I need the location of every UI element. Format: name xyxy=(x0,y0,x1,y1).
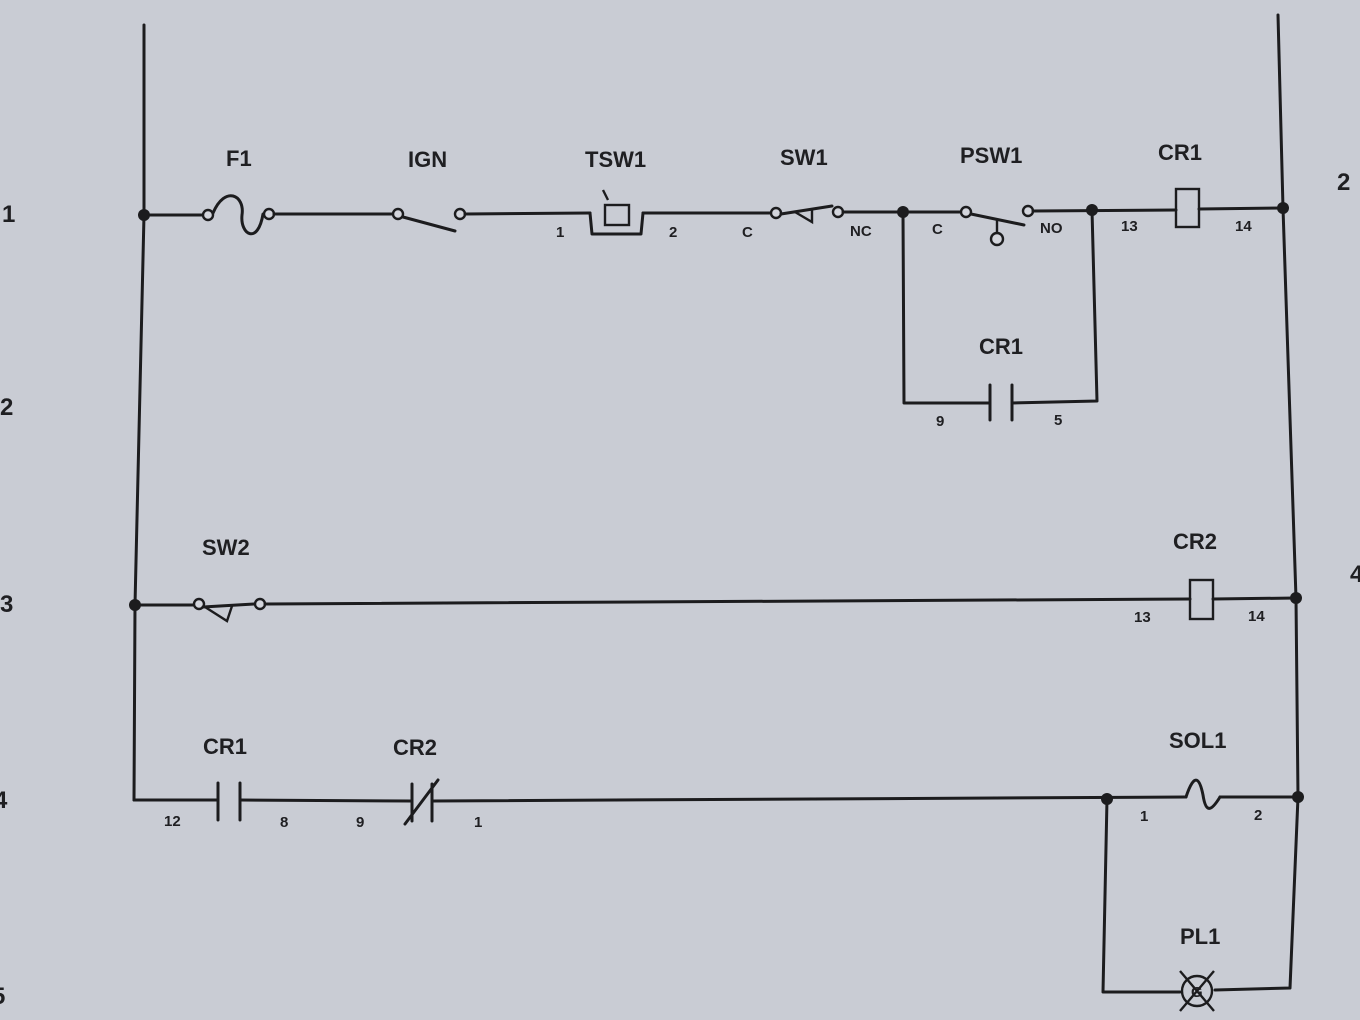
wire-rung1-c xyxy=(463,211,592,216)
rung-number-1: 1 xyxy=(2,201,15,228)
rung-number-2: 2 xyxy=(0,394,13,421)
wire-rung4-c xyxy=(430,795,1188,803)
rung-number-4: 4 xyxy=(0,787,8,814)
pin-cr1-13: 13 xyxy=(1121,218,1138,235)
right-mark-2: 2 xyxy=(1337,169,1350,196)
wire-seal-branch xyxy=(901,208,1099,405)
label-tsw1: TSW1 xyxy=(585,147,646,172)
label-cr1-seal: CR1 xyxy=(979,334,1023,359)
pin-sw1-nc: NC xyxy=(850,223,872,240)
contact-cr1-no xyxy=(216,781,242,822)
svg-text:G: G xyxy=(1191,984,1203,1001)
label-psw1: PSW1 xyxy=(960,143,1022,168)
pin-cr1-8: 8 xyxy=(280,814,288,831)
wire-rung3-b xyxy=(263,597,1192,606)
switch-ign xyxy=(391,207,467,233)
label-ign: IGN xyxy=(408,147,447,172)
pin-cr2-13: 13 xyxy=(1134,609,1151,626)
pin-tsw1-1: 1 xyxy=(556,224,564,241)
node-rung3-right xyxy=(1290,592,1302,604)
pin-cr2-14: 14 xyxy=(1248,608,1265,625)
pin-cr1-14: 14 xyxy=(1235,218,1252,235)
contact-cr1-seal xyxy=(988,383,1014,422)
right-power-rail xyxy=(1276,13,1300,799)
label-f1: F1 xyxy=(226,146,252,171)
pin-cr1-seal-9: 9 xyxy=(936,413,944,430)
node-rung1-right xyxy=(1277,202,1289,214)
switch-sw1 xyxy=(769,204,845,225)
pin-psw1-c: C xyxy=(932,221,943,238)
coil-cr1 xyxy=(1174,187,1201,229)
wire-rung5-branch xyxy=(1101,795,1300,994)
label-cr1-coil: CR1 xyxy=(1158,140,1202,165)
pilot-light-pl1: G xyxy=(1179,970,1215,1012)
pressure-switch-psw1 xyxy=(959,204,1035,247)
coil-cr2 xyxy=(1188,578,1215,621)
label-cr2-contact: CR2 xyxy=(393,735,437,760)
pin-cr2-1: 1 xyxy=(474,814,482,831)
pin-cr1-seal-5: 5 xyxy=(1054,412,1062,429)
rung-number-3: 3 xyxy=(0,591,13,618)
wire-rung4-b xyxy=(238,798,414,803)
label-sol1: SOL1 xyxy=(1169,728,1226,753)
switch-sw2 xyxy=(192,597,267,623)
label-sw2: SW2 xyxy=(202,535,250,560)
pin-psw1-no: NO xyxy=(1040,220,1063,237)
pin-cr1-12: 12 xyxy=(164,813,181,830)
pin-cr2-9: 9 xyxy=(356,814,364,831)
wire-rung1-f xyxy=(1031,208,1178,213)
label-cr1-contact: CR1 xyxy=(203,734,247,759)
pin-tsw1-2: 2 xyxy=(669,224,677,241)
solenoid-sol1 xyxy=(1184,778,1222,810)
pin-sol1-2: 2 xyxy=(1254,807,1262,824)
label-cr2-coil: CR2 xyxy=(1173,529,1217,554)
wire-rung1-g xyxy=(1197,206,1285,211)
right-mark-4: 4 xyxy=(1350,561,1360,588)
label-pl1: PL1 xyxy=(1180,924,1220,949)
thermal-switch-tsw1 xyxy=(588,189,645,236)
pin-sw1-c: C xyxy=(742,224,753,241)
left-power-rail xyxy=(132,23,146,802)
fuse-f1 xyxy=(201,194,276,236)
wire-rung3-c xyxy=(1211,596,1298,601)
rung-number-5: 5 xyxy=(0,983,5,1010)
label-sw1: SW1 xyxy=(780,145,828,170)
pin-sol1-1: 1 xyxy=(1140,808,1148,825)
